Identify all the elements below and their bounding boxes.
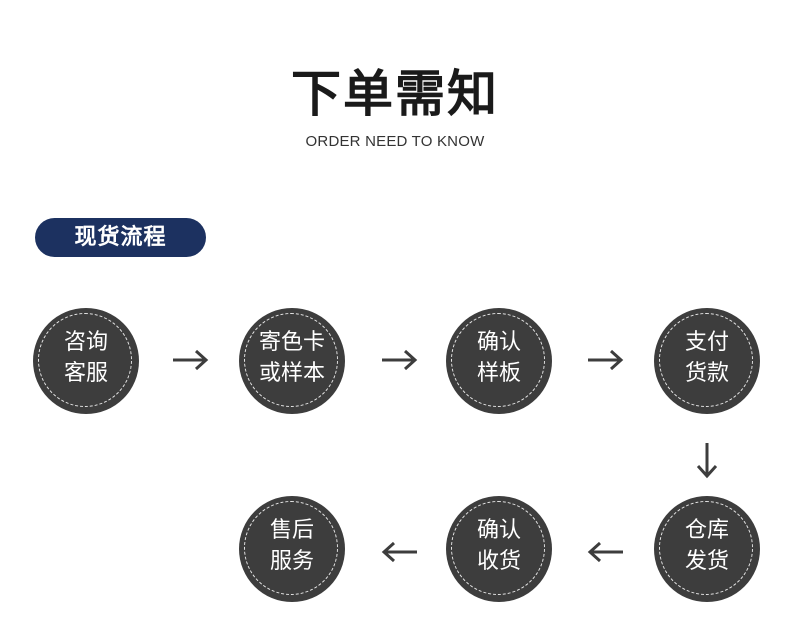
step-label: 咨询 客服	[33, 327, 139, 389]
step-label-line2: 或样本	[258, 361, 325, 386]
step-label-line1: 仓库	[684, 518, 729, 543]
step-consult-service: 咨询 客服	[33, 308, 139, 414]
step-warehouse-ship: 仓库 发货	[654, 496, 760, 602]
step-label-line2: 服务	[269, 549, 314, 574]
step-label: 寄色卡 或样本	[239, 327, 345, 389]
step-label-line2: 发货	[684, 549, 729, 574]
dashed-ring	[659, 501, 753, 595]
step-send-color-card: 寄色卡 或样本	[239, 308, 345, 414]
step-confirm-receipt: 确认 收货	[446, 496, 552, 602]
step-label-line1: 寄色卡	[258, 330, 325, 355]
arrow-left-icon	[381, 541, 417, 563]
dashed-ring	[244, 501, 338, 595]
step-label: 确认 样板	[446, 327, 552, 389]
arrow-right-icon	[382, 349, 418, 371]
step-label-line2: 客服	[63, 361, 108, 386]
step-after-sales: 售后 服务	[239, 496, 345, 602]
step-label-line2: 样板	[476, 361, 521, 386]
arrow-down-icon	[696, 443, 718, 479]
step-label: 售后 服务	[239, 515, 345, 577]
arrow-left-icon	[587, 541, 623, 563]
step-label-line1: 售后	[269, 518, 314, 543]
section-badge: 现货流程	[35, 218, 206, 257]
step-label-line2: 货款	[684, 361, 729, 386]
step-label: 仓库 发货	[654, 515, 760, 577]
dashed-ring	[451, 501, 545, 595]
dashed-ring	[451, 313, 545, 407]
step-label-line1: 支付	[684, 330, 729, 355]
dashed-ring	[244, 313, 338, 407]
step-pay: 支付 货款	[654, 308, 760, 414]
step-label-line1: 咨询	[63, 330, 108, 355]
step-label-line1: 确认	[476, 330, 521, 355]
step-label-line2: 收货	[476, 549, 521, 574]
step-confirm-sample: 确认 样板	[446, 308, 552, 414]
arrow-right-icon	[588, 349, 624, 371]
page-subtitle: ORDER NEED TO KNOW	[305, 133, 485, 150]
page-title: 下单需知	[291, 65, 499, 123]
step-label: 确认 收货	[446, 515, 552, 577]
dashed-ring	[38, 313, 132, 407]
step-label-line1: 确认	[476, 518, 521, 543]
step-label: 支付 货款	[654, 327, 760, 389]
arrow-right-icon	[173, 349, 209, 371]
dashed-ring	[659, 313, 753, 407]
